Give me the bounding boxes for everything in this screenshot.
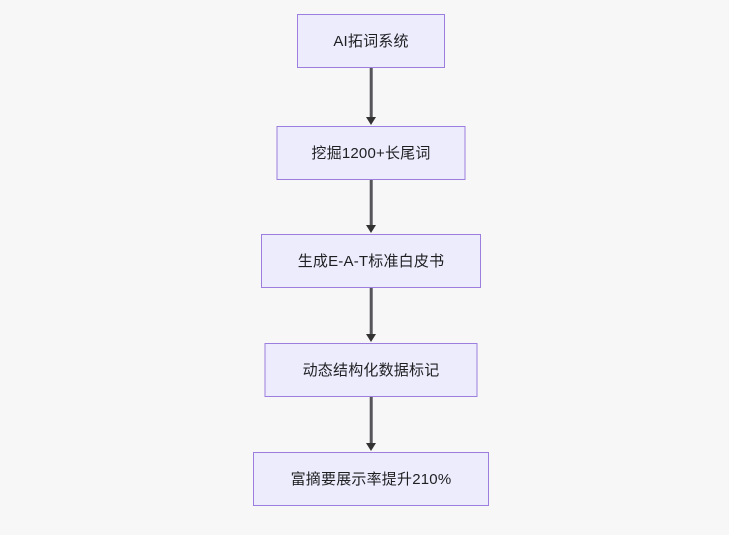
- edge-line: [369, 397, 373, 444]
- arrow-down-icon: [366, 334, 376, 342]
- flowchart-node-label: 富摘要展示率提升210%: [290, 470, 452, 488]
- flowchart-edge-n1-n2: [365, 68, 377, 126]
- flowchart-edge-n2-n3: [365, 180, 377, 234]
- arrow-down-icon: [366, 225, 376, 233]
- flowchart-node-n4[interactable]: 动态结构化数据标记: [264, 343, 478, 397]
- edge-line: [369, 68, 373, 118]
- flowchart-edge-n4-n5: [365, 397, 377, 452]
- arrow-down-icon: [366, 117, 376, 125]
- flowchart-edge-n3-n4: [365, 288, 377, 343]
- edge-line: [369, 288, 373, 335]
- edge-line: [369, 180, 373, 226]
- flowchart-node-label: 挖掘1200+长尾词: [311, 144, 431, 162]
- arrow-down-icon: [366, 443, 376, 451]
- flowchart-node-label: 动态结构化数据标记: [302, 361, 440, 379]
- flowchart-node-n1[interactable]: AI拓词系统: [297, 14, 445, 68]
- flowchart-node-n2[interactable]: 挖掘1200+长尾词: [276, 126, 466, 180]
- flowchart-node-label: AI拓词系统: [333, 32, 409, 50]
- flowchart-node-n5[interactable]: 富摘要展示率提升210%: [253, 452, 489, 506]
- flowchart-node-label: 生成E-A-T标准白皮书: [297, 252, 445, 270]
- flowchart-node-n3[interactable]: 生成E-A-T标准白皮书: [261, 234, 481, 288]
